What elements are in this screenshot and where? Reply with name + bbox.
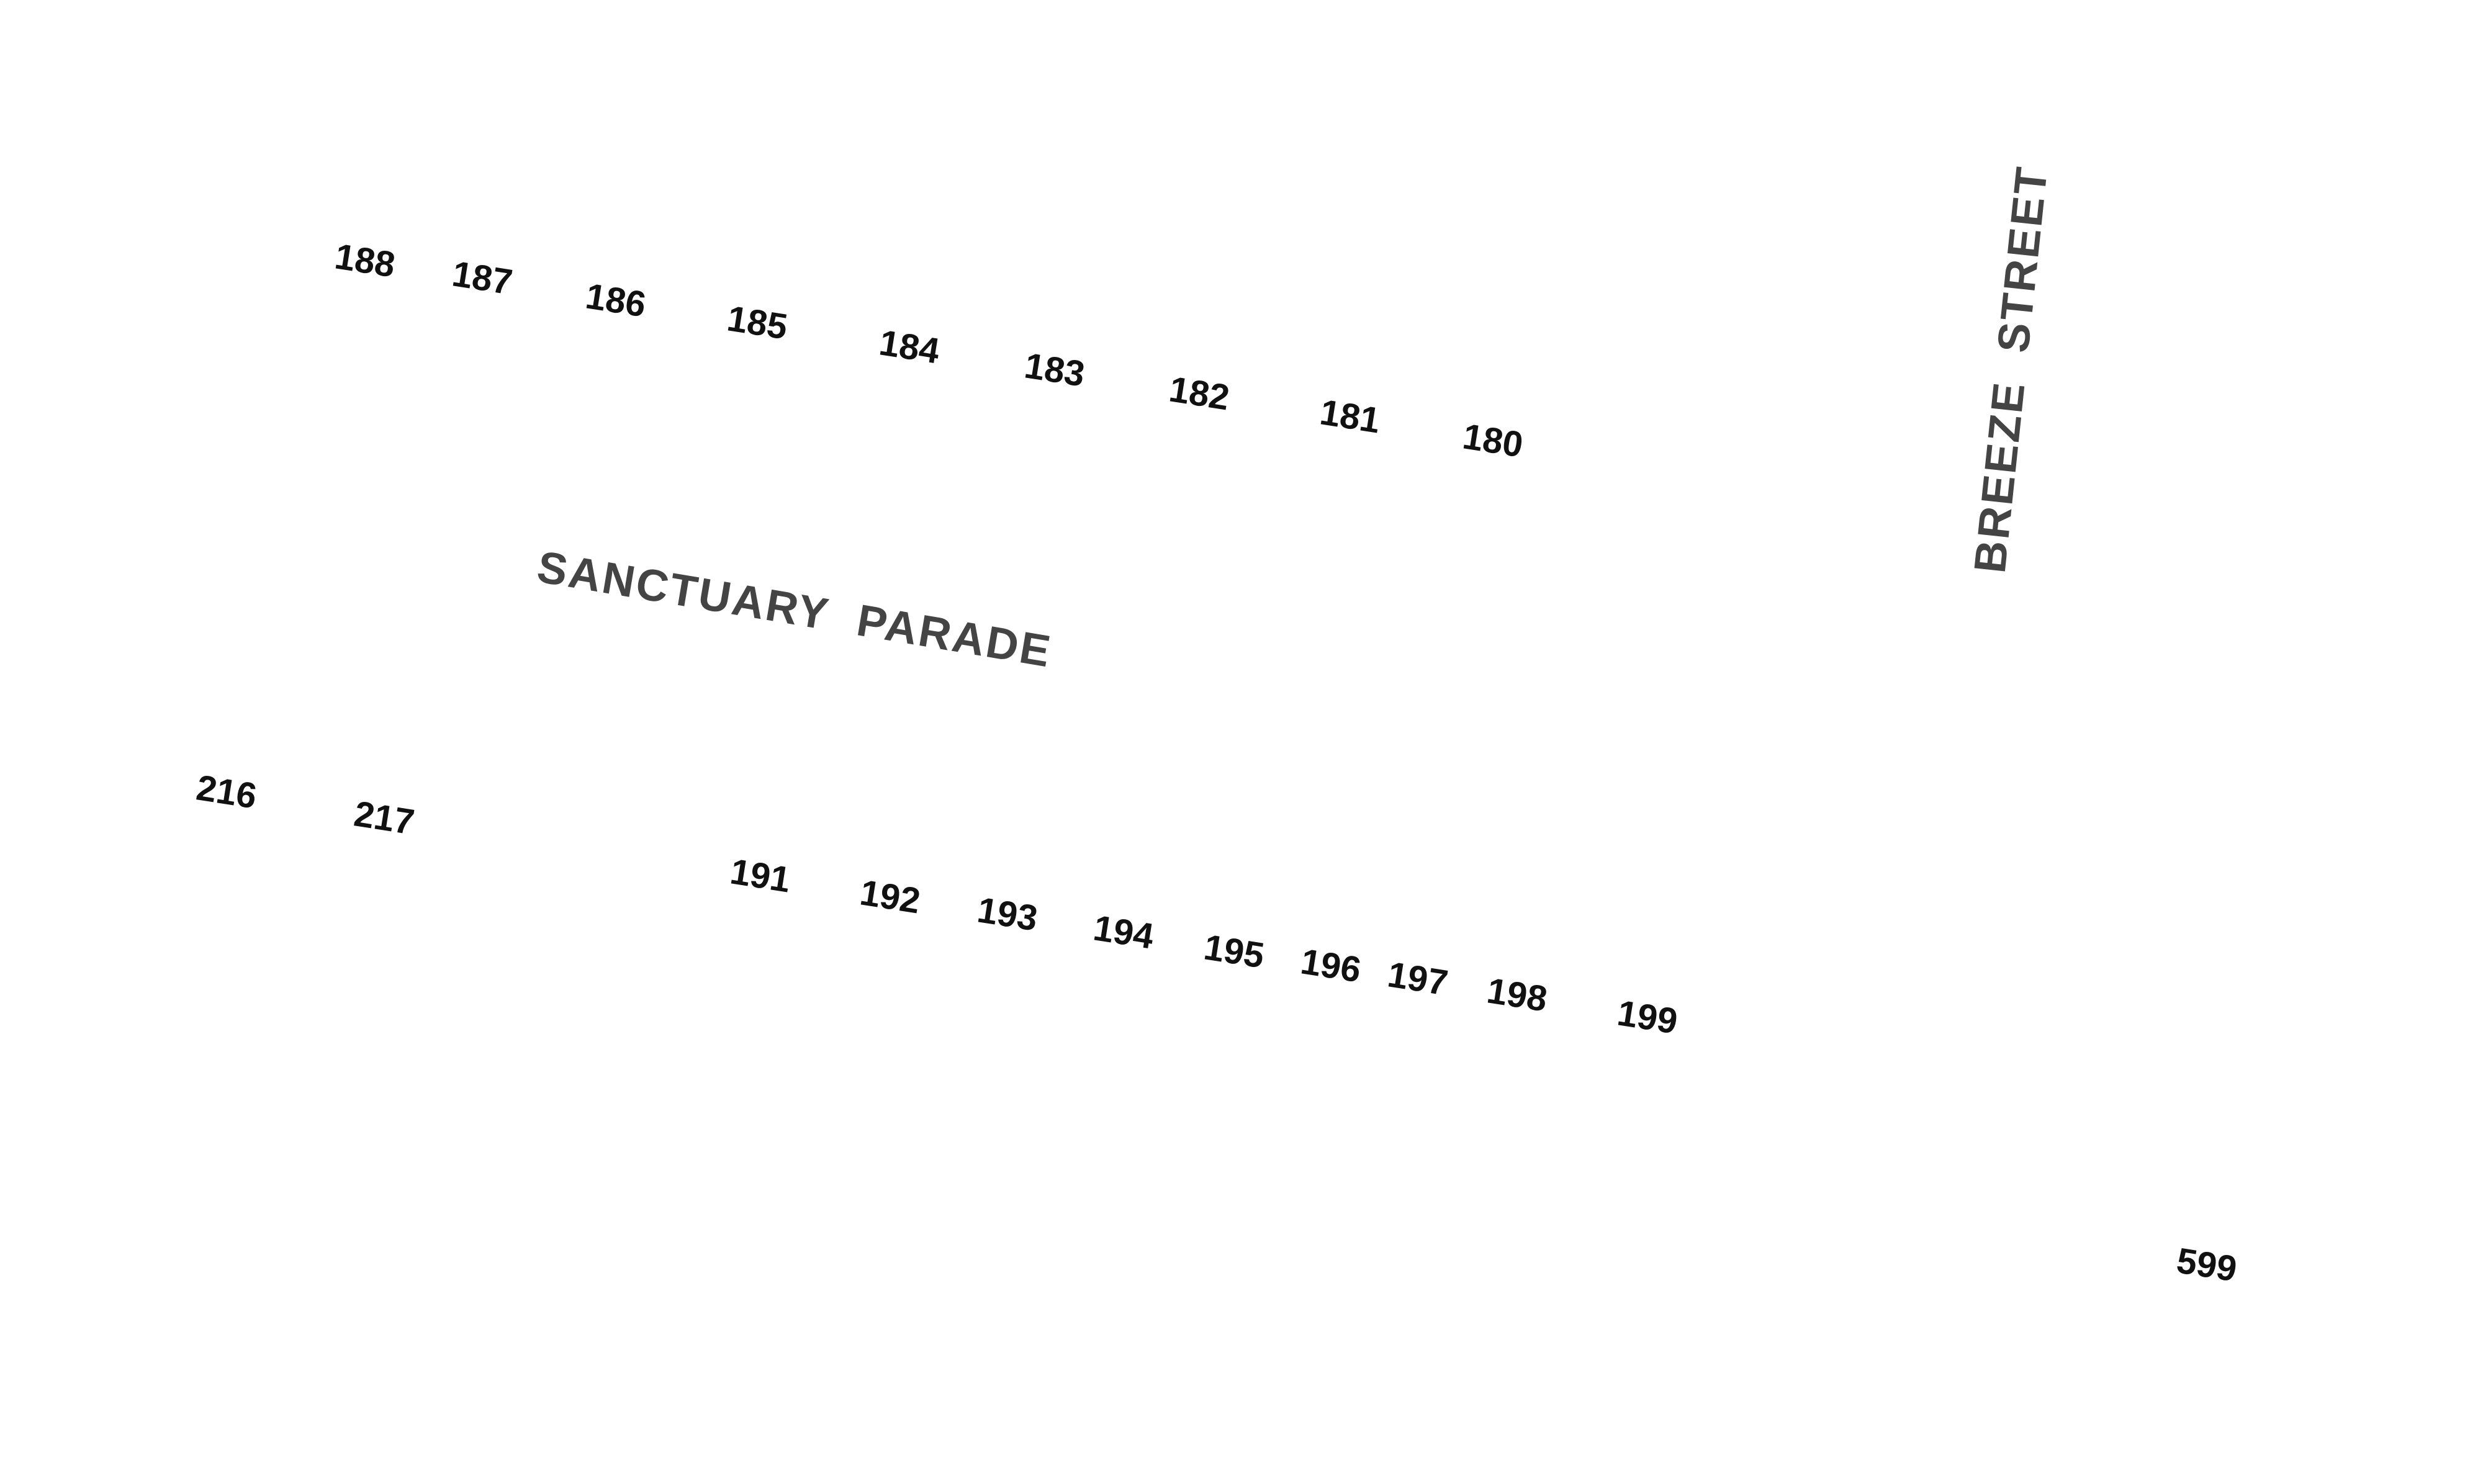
house-number: 193 xyxy=(975,889,1040,939)
house-number: 198 xyxy=(1484,970,1550,1020)
house-number: 195 xyxy=(1201,927,1267,976)
house-number: 183 xyxy=(1022,345,1088,395)
house-number: 182 xyxy=(1166,369,1232,418)
house-number: 192 xyxy=(857,872,923,922)
house-number: 194 xyxy=(1091,907,1156,957)
house-number: 197 xyxy=(1385,954,1451,1004)
house-number: 188 xyxy=(332,236,398,286)
house-number: 217 xyxy=(351,793,417,843)
house-number: 184 xyxy=(876,322,942,372)
house-number: 196 xyxy=(1298,941,1364,991)
house-number: 599 xyxy=(2174,1240,2240,1290)
house-number: 186 xyxy=(583,276,649,325)
house-number: 181 xyxy=(1317,392,1383,441)
street-label-sanctuary-parade: SANCTUARY PARADE xyxy=(533,542,1056,677)
street-label-breeze-street: BREEZE STREET xyxy=(1965,163,2058,575)
house-number: 185 xyxy=(724,298,790,348)
house-number: 187 xyxy=(449,253,515,303)
house-number: 199 xyxy=(1615,992,1680,1042)
house-number: 180 xyxy=(1460,416,1526,465)
house-number: 191 xyxy=(728,851,793,901)
house-number: 216 xyxy=(194,767,259,817)
